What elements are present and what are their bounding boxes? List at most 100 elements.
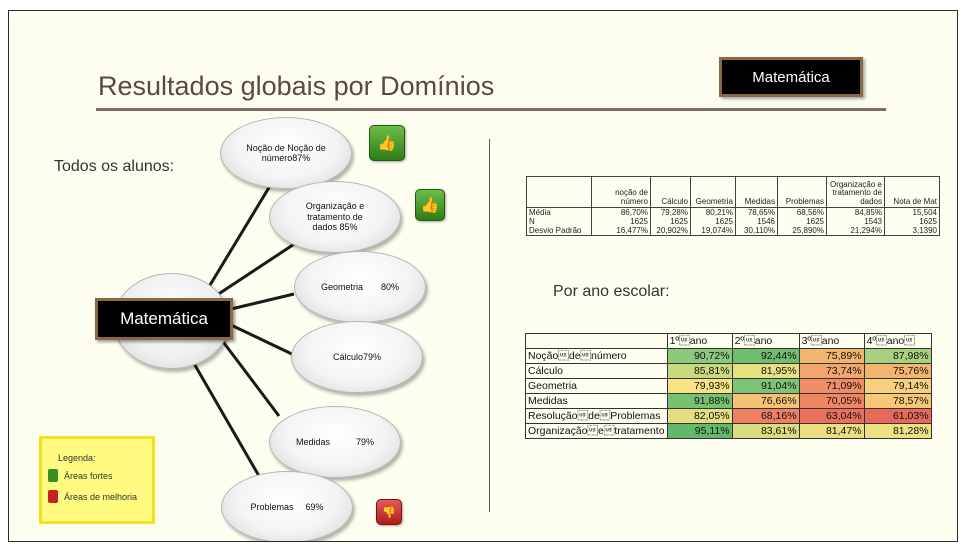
table-cell: 91,88%: [666, 393, 733, 409]
table-cell: 61,03%: [863, 408, 932, 424]
table-cell: 25,890%: [777, 226, 827, 236]
node-calculo: Cálculo79%: [291, 321, 423, 393]
table-cell: 82,05%: [666, 408, 733, 424]
legend-label: Áreas fortes: [64, 470, 113, 481]
header-cell: Geometria: [690, 176, 736, 208]
header-cell: [526, 176, 592, 208]
table-cell: 86,70%: [591, 207, 651, 217]
header-cell: 4º ano: [863, 333, 932, 349]
by-year-subtitle: Por ano escolar:: [553, 283, 670, 300]
thumbs-down-icon: [48, 490, 58, 503]
table-cell: 68,56%: [777, 207, 827, 217]
global-stats-table: noção de número Cálculo Geometria Medida…: [526, 176, 940, 236]
table-cell: 68,16%: [731, 408, 800, 424]
thumbs-up-icon: 👍: [415, 189, 445, 221]
table-cell: 80,21%: [690, 207, 736, 217]
header-cell: Organização e tratamento de dados: [826, 176, 885, 208]
table-cell: 84,85%: [826, 207, 885, 217]
table-cell: 95,11%: [666, 423, 733, 439]
node-label: Cálculo79%: [332, 351, 382, 362]
title-divider: [96, 108, 886, 111]
section-divider: [489, 139, 490, 512]
node-label: Organização e tratamento de dados 85%: [305, 201, 365, 233]
table-cell: 15,504: [884, 207, 940, 217]
row-label: Desvio Padrão: [526, 226, 592, 236]
subject-badge: Matemática: [719, 57, 863, 97]
header-cell: noção de número: [591, 176, 651, 208]
row-label: Média: [526, 207, 592, 217]
table-cell: 91,04%: [731, 378, 800, 394]
node-organizacao: Organização e tratamento de dados 85%: [269, 181, 401, 253]
table-cell: 81,47%: [798, 423, 865, 439]
table-cell: 30,110%: [735, 226, 778, 236]
row-label: Medidas: [525, 393, 668, 409]
table-cell: 1625: [884, 217, 940, 226]
table-cell: 79,93%: [666, 378, 733, 394]
node-label: Geometria: [320, 281, 363, 292]
table-row: Média 86,70% 79,28% 80,21% 78,65% 68,56%…: [526, 207, 940, 217]
node-pct: 69%: [305, 501, 324, 512]
thumbs-down-icon: 👎: [376, 499, 402, 525]
header-cell: Medidas: [735, 176, 778, 208]
table-cell: 1546: [735, 217, 778, 226]
header-cell: 2º ano: [731, 333, 800, 349]
header-cell: Nota de Mat: [884, 176, 940, 208]
table-cell: 90,72%: [666, 348, 733, 364]
table-cell: 63,04%: [798, 408, 865, 424]
table-cell: 81,95%: [731, 363, 800, 379]
table-cell: 76,66%: [731, 393, 800, 409]
row-label: N: [526, 217, 592, 226]
table-cell: 3,1390: [884, 226, 940, 236]
row-label: Noção de número: [525, 348, 668, 364]
node-label: Problemas: [250, 501, 294, 512]
table-cell: 75,76%: [863, 363, 932, 379]
node-label: Noção de Noção de número87%: [246, 142, 326, 163]
table-cell: 79,14%: [863, 378, 932, 394]
header-cell: 3º ano: [798, 333, 865, 349]
table-cell: 78,57%: [863, 393, 932, 409]
table-cell: 20,902%: [650, 226, 691, 236]
table-cell: 83,61%: [731, 423, 800, 439]
node-numero: Noção de Noção de número87%: [220, 117, 352, 189]
row-label: Organização e tratamento: [525, 423, 668, 439]
node-pct: 80%: [381, 281, 400, 292]
thumbs-up-icon: [48, 469, 58, 482]
table-cell: 92,44%: [731, 348, 800, 364]
row-label: Cálculo: [525, 363, 668, 379]
header-cell: Problemas: [777, 176, 827, 208]
legend-title: Legenda:: [58, 453, 96, 463]
table-row: N 1625 1625 1625 1546 1625 1543 1625: [526, 217, 940, 226]
table-cell: 81,28%: [863, 423, 932, 439]
legend-item-strong: Áreas fortes: [48, 469, 113, 482]
page-title: Resultados globais por Domínios: [98, 71, 495, 101]
legend: Legenda: Áreas fortes Áreas de melhoria: [39, 436, 155, 524]
table-cell: 73,74%: [798, 363, 865, 379]
table-cell: 79,28%: [650, 207, 691, 217]
table-cell: 1625: [690, 217, 736, 226]
table-cell: 70,05%: [798, 393, 865, 409]
row-label: Geometria: [525, 378, 668, 394]
node-geometria: Geometria 80%: [294, 251, 426, 323]
header-cell: 1º ano: [666, 333, 733, 349]
table-cell: 19,074%: [690, 226, 736, 236]
table-cell: 16,477%: [591, 226, 651, 236]
table-header-row: 1º ano 2º ano 3º ano 4º ano: [525, 333, 932, 349]
table-cell: 78,65%: [735, 207, 778, 217]
table-cell: 85,81%: [666, 363, 733, 379]
table-cell: 71,09%: [798, 378, 865, 394]
node-pct: 79%: [356, 436, 375, 447]
row-label: Resolução de Problemas: [525, 408, 668, 424]
thumbs-up-icon: 👍: [369, 125, 405, 161]
table-header-row: noção de número Cálculo Geometria Medida…: [526, 176, 940, 208]
mindmap-hub: Matemática: [95, 298, 233, 340]
table-cell: 1625: [591, 217, 651, 226]
header-cell: Cálculo: [650, 176, 691, 208]
legend-item-improve: Áreas de melhoria: [48, 490, 137, 503]
